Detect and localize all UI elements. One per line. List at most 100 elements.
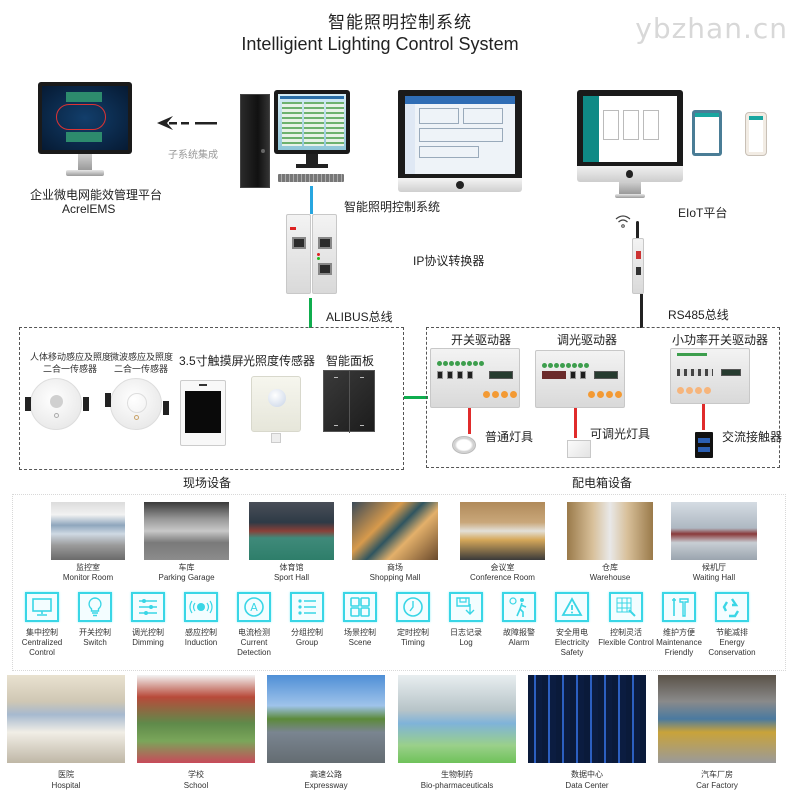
grid-icon [343,592,377,622]
antenna [636,221,639,243]
app-bio-pharmaceuticals: 生物制药 Bio-pharmaceuticals [398,675,516,791]
feature-label-cn: 日志记录 [450,628,482,637]
app-image [267,675,385,763]
scene-warehouse: 仓库 Warehouse [567,502,653,583]
eiot-screen [583,96,677,162]
smartphone [745,112,767,156]
rs485-wireless-gateway [632,238,644,294]
feature-label-en: Centralized [21,638,63,647]
low-power-load-label: 交流接触器 [722,430,783,444]
switch-driver-label: 开关驱动器 [451,333,512,347]
feature-label-en: Switch [83,638,107,647]
touchscreen-label: 3.5寸触摸屏 [179,354,244,368]
pir-sensor-label-1: 人体移动感应及照度 [30,352,112,362]
feature-label-en: Group [295,638,319,647]
app-expressway: 高速公路 Expressway [267,675,385,791]
scene-waiting-hall: 候机厅 Waiting Hall [671,502,757,583]
sensor-wave-icon [184,592,218,622]
low-power-load-line [702,404,705,430]
sliders-icon [131,592,165,622]
low-power-switch-driver [670,348,750,404]
app-data-center: 数据中心 Data Center [528,675,646,791]
feature-label-en: Alarm [508,638,530,647]
feature-label-en: Current Detection [237,638,271,657]
lighting-pc-tower [240,94,270,188]
app-image [137,675,255,763]
feature-label-cn: 安全用电 [556,628,588,637]
feature-label-cn: 调光控制 [132,628,164,637]
scene-image [567,502,653,560]
pir-sensor-label-2: 二合一传感器 [43,364,98,374]
ip-protocol-converter [286,214,338,294]
app-school: 学校 School [137,675,255,791]
dimming-load-label: 可调光灯具 [590,427,651,441]
eiot-imac [577,90,683,202]
feature-label-cn: 故障报警 [503,628,535,637]
feature-label-en: Maintenance [656,638,702,647]
alibus-line [309,298,312,328]
switch-driver [430,348,520,408]
scene-parking-garage: 车库 Parking Garage [144,502,229,583]
ems-label-en: AcrelEMS [62,202,116,216]
eiot-label: EIoT平台 [678,206,728,220]
microwave-sensor-label-2: 二合一传感器 [114,364,169,374]
ems-dashboard-screen [42,86,128,150]
ethernet-line [310,186,313,214]
app-image [658,675,776,763]
gateway-label: IP协议转换器 [413,254,485,268]
feature-label-cn: 分组控制 [291,628,323,637]
scene-conference-room: 会议室 Conference Room [460,502,545,583]
lightbulb-icon [78,592,112,622]
feature-label-cn: 集中控制 [26,628,58,637]
rs485-line [640,294,643,328]
feature-label-cn: 控制灵活 [610,628,642,637]
clock-icon [396,592,430,622]
svg-text:A: A [250,601,258,614]
field-devices-caption: 现场设备 [183,476,232,490]
smart-panel-label: 智能面板 [326,354,375,368]
apple-logo-icon [626,170,633,178]
feature-label-en-2: Conservation [708,648,756,657]
switch-load-label: 普通灯具 [485,430,534,444]
feature-label-cn: 感应控制 [185,628,217,637]
feature-label-cn: 节能减排 [716,628,748,637]
switch-load-line [468,408,471,434]
rs485-label: RS485总线 [668,308,729,322]
microwave-sensor [105,378,169,430]
dimming-load-line [574,408,577,438]
tablet [692,110,722,156]
feature-label-cn: 开关控制 [79,628,111,637]
scene-image [144,502,229,560]
dimming-driver-label: 调光驱动器 [557,333,618,347]
touchscreen-device [180,380,226,446]
field-devices-group [19,327,404,470]
low-power-driver-label: 小功率开关驱动器 [672,333,769,347]
feature-label-cn: 定时控制 [397,628,429,637]
feature-label-en: Timing [401,638,425,647]
feature-label-cn: 电流检测 [238,628,270,637]
alibus-link-line [404,396,428,399]
scene-image [352,502,438,560]
panel-lamp [567,440,591,458]
feature-label-en-2: Friendly [664,648,694,657]
ammeter-icon: A [237,592,271,622]
panel-pc-screen [405,96,515,174]
feature-label-en: Dimming [132,638,164,647]
feature-label-en: Scene [348,638,372,647]
ems-label-cn: 企业微电网能效管理平台 [30,188,163,202]
scene-sport-hall: 体育馆 Sport Hall [249,502,334,583]
app-car-factory: 汽车厂房 Car Factory [658,675,776,791]
scene-monitor-room: 监控室 Monitor Room [51,502,125,583]
feature-label-en: Electricity Safety [554,638,590,657]
page-title-cn: 智能照明控制系统 [328,13,472,32]
feature-label-en: Energy [719,638,745,647]
floppy-download-icon [449,592,483,622]
scene-image [51,502,125,560]
